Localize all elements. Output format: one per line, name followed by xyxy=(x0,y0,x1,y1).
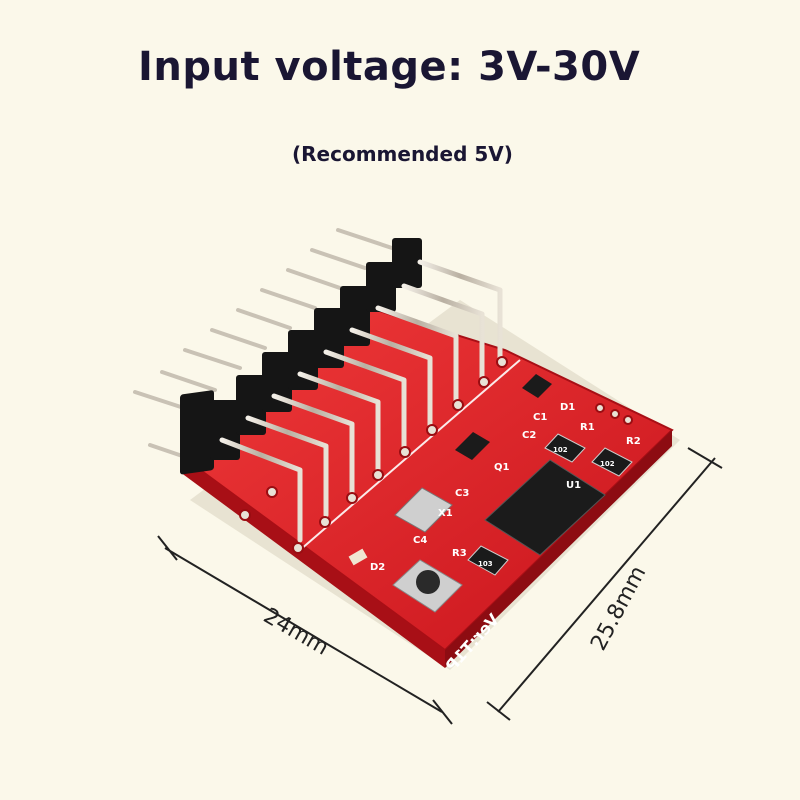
resistor-code-1: 102 xyxy=(553,446,568,454)
resistor-code-3: 103 xyxy=(478,560,493,568)
right-angle-pins xyxy=(219,259,503,543)
silk-c3: C3 xyxy=(455,488,469,499)
pcb-edge-right xyxy=(445,430,672,668)
pcb-edge xyxy=(180,455,445,668)
silk-c1: C1 xyxy=(533,412,547,423)
silk-d1: D1 xyxy=(560,402,575,413)
height-label: 25.8mm xyxy=(586,562,651,655)
silk-u1: U1 xyxy=(566,480,581,491)
silk-r1: R1 xyxy=(580,422,595,433)
silk-r3: R3 xyxy=(452,548,467,559)
pcb-components xyxy=(348,374,633,613)
input-voltage-title: Input voltage: 3V-30V xyxy=(138,44,641,90)
recommended-voltage-note: (Recommended 5V) xyxy=(292,142,513,166)
width-label: 24mm xyxy=(259,604,333,661)
height-dimension xyxy=(486,447,723,721)
silk-c4: C4 xyxy=(413,535,427,546)
silk-d2: D2 xyxy=(370,562,385,573)
resistor-code-2: 102 xyxy=(600,460,615,468)
width-dimension xyxy=(157,535,453,725)
silk-q1: Q1 xyxy=(494,462,510,473)
silk-x1: X1 xyxy=(438,508,453,519)
solder-pads xyxy=(239,356,633,554)
silk-r2: R2 xyxy=(626,436,641,447)
silk-c2: C2 xyxy=(522,430,536,441)
pin-header-row xyxy=(180,238,422,475)
